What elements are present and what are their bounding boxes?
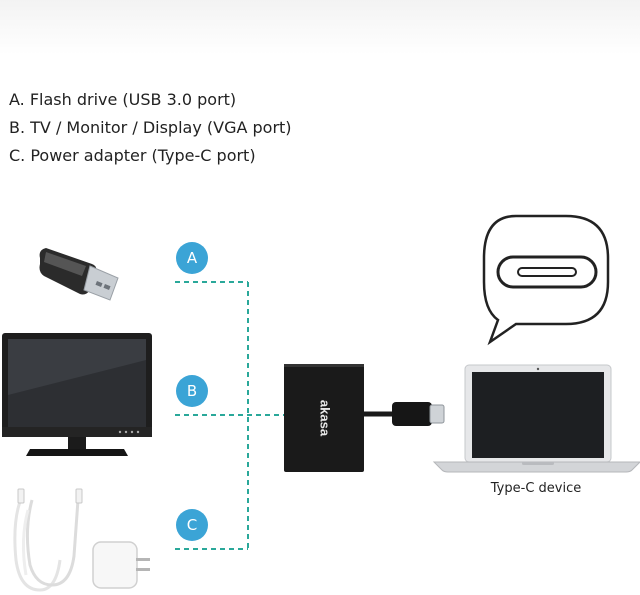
monitor-icon bbox=[2, 333, 152, 456]
badge-b: B bbox=[176, 375, 208, 407]
legend-item-a: A. Flash drive (USB 3.0 port) bbox=[9, 90, 237, 109]
device-label: Type-C device bbox=[490, 481, 582, 496]
type-c-port-callout-icon bbox=[482, 214, 610, 346]
badge-a: A bbox=[176, 242, 208, 274]
legend-item-b: B. TV / Monitor / Display (VGA port) bbox=[9, 118, 292, 137]
legend-item-c: C. Power adapter (Type-C port) bbox=[9, 146, 256, 165]
hub-brand-text: akasa bbox=[318, 400, 333, 437]
connector-lines bbox=[175, 281, 284, 550]
hub-adapter bbox=[284, 364, 445, 472]
hub-brand-logo: akasa bbox=[318, 400, 333, 437]
laptop-icon bbox=[432, 364, 640, 473]
legend: A. Flash drive (USB 3.0 port) B. TV / Mo… bbox=[9, 86, 292, 170]
badge-c: C bbox=[176, 509, 208, 541]
header-fade bbox=[0, 0, 640, 55]
power-adapter-icon bbox=[13, 488, 150, 592]
usb-flash-drive-icon bbox=[39, 248, 119, 301]
